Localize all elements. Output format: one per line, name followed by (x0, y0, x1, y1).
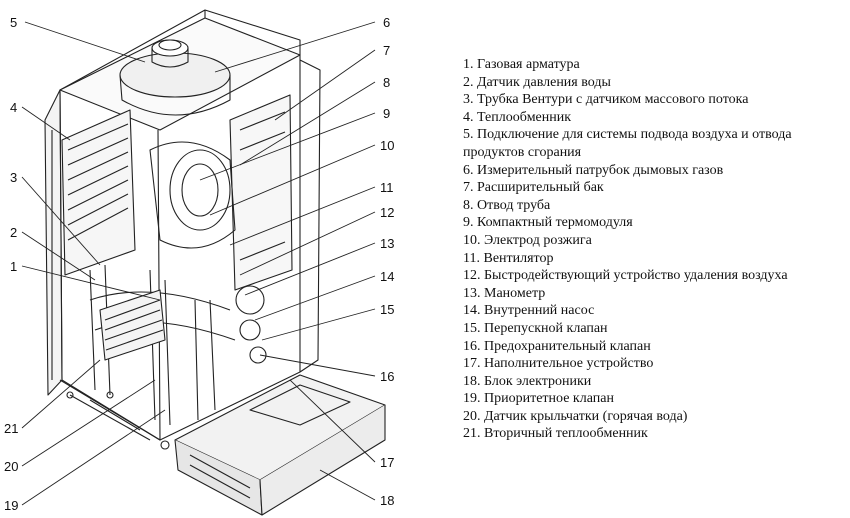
legend-item: 15. Перепускной клапан (463, 320, 608, 336)
legend-item: 19. Приоритетное клапан (463, 391, 614, 407)
callout-9: 9 (383, 106, 390, 121)
legend-item: 17. Наполнительное устройство (463, 356, 654, 372)
legend-item: 12. Быстродействующий устройство удалени… (463, 268, 788, 284)
legend-item: 18. Блок электроники (463, 373, 592, 389)
callout-3: 3 (10, 170, 17, 185)
callout-20: 20 (4, 459, 18, 474)
legend-item: 10. Электрод розжига (463, 232, 592, 248)
boiler-body (44, 9, 386, 516)
callout-7: 7 (383, 43, 390, 58)
callout-18: 18 (380, 493, 394, 508)
legend-item: 21. Вторичный теплообменник (463, 426, 648, 442)
callout-8: 8 (383, 75, 390, 90)
callout-6: 6 (383, 15, 390, 30)
callout-10: 10 (380, 138, 394, 153)
legend-item: 3. Трубка Вентури с датчиком массового п… (463, 92, 749, 108)
legend-item: 5. Подключение для системы подвода возду… (463, 127, 792, 160)
callout-11: 11 (380, 180, 394, 195)
legend-item: 13. Манометр (463, 285, 546, 301)
callout-2: 2 (10, 225, 17, 240)
callout-12: 12 (380, 205, 394, 220)
legend-item: 14. Внутренний насос (463, 303, 595, 319)
legend-item: 8. Отвод труба (463, 197, 551, 213)
callout-21: 21 (4, 421, 18, 436)
callout-19: 19 (4, 498, 18, 513)
legend-item: 20. Датчик крыльчатки (горячая вода) (463, 408, 688, 424)
callout-4: 4 (10, 100, 17, 115)
callout-15: 15 (380, 302, 394, 317)
callout-14: 14 (380, 269, 394, 284)
boiler-drawing: 5 6 7 8 9 10 11 12 13 14 15 16 17 18 4 3… (4, 9, 394, 516)
legend-item: 4. Теплообменник (463, 109, 572, 125)
callout-labels: 5 6 7 8 9 10 11 12 13 14 15 16 17 18 4 3… (4, 15, 394, 513)
legend-item: 9. Компактный термомодуля (463, 215, 633, 231)
leader-lines (21, 21, 376, 506)
legend-item: 11. Вентилятор (463, 250, 554, 266)
legend-item: 6. Измерительный патрубок дымовых газов (463, 162, 724, 178)
callout-16: 16 (380, 369, 394, 384)
legend-item: 7. Расширительный бак (463, 180, 604, 196)
callout-1: 1 (10, 259, 17, 274)
boiler-diagram: 5 6 7 8 9 10 11 12 13 14 15 16 17 18 4 3… (4, 9, 394, 516)
legend-item: 1. Газовая арматура (463, 57, 580, 72)
legend-item: 2. Датчик давления воды (463, 74, 611, 90)
callout-5: 5 (10, 15, 17, 30)
callout-17: 17 (380, 455, 394, 470)
parts-legend: 1. Газовая арматура 2. Датчик давления в… (463, 56, 848, 443)
callout-13: 13 (380, 236, 394, 251)
legend-item: 16. Предохранительный клапан (463, 338, 651, 354)
